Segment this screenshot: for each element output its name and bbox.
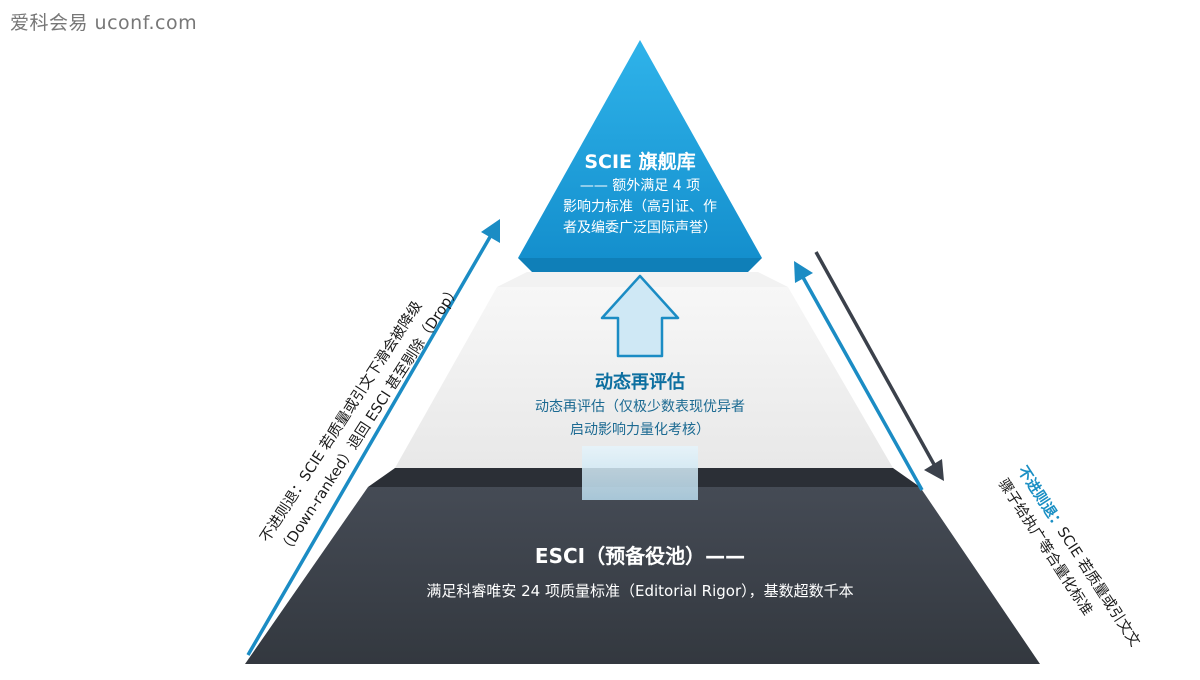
base-tier-description: 满足科睿唯安 24 项质量标准（Editorial Rigor），基数超数千本 [426,582,854,600]
base-tier [245,487,1040,664]
top-tier-desc-line: —— 额外满足 4 项 [579,178,701,194]
top-tier-desc-line: 影响力标准（高引证、作 [563,199,717,215]
top-tier-bottom-face [518,258,762,272]
right-down-arrow-head [924,459,944,481]
watermark: 爱科会易 uconf.com [10,12,198,34]
top-tier-description: —— 额外满足 4 项 影响力标准（高引证、作 者及编委广泛国际声誉） [532,176,748,239]
right-up-arrow-line [798,271,924,491]
top-tier-desc-line: 者及编委广泛国际声誉） [563,220,717,236]
left-up-arrow-head [481,219,500,243]
middle-tier-desc-line: 启动影响力量化考核） [570,422,710,438]
beam-lower [582,446,698,500]
up-arrow [600,274,680,358]
top-tier [518,40,762,258]
right-down-arrow-line [814,251,938,469]
left-up-arrow-line [246,229,496,656]
middle-tier-description: 动态再评估（仅极少数表现优异者 启动影响力量化考核） [490,396,790,442]
top-tier-title: SCIE 旗舰库 [584,151,696,173]
right-up-arrow-head [794,261,813,283]
base-tier-title: ESCI（预备役池）—— [534,544,746,568]
middle-tier-desc-line: 动态再评估（仅极少数表现优异者 [535,399,745,415]
middle-tier [395,287,893,468]
middle-tier-title: 动态再评估 [595,372,685,393]
